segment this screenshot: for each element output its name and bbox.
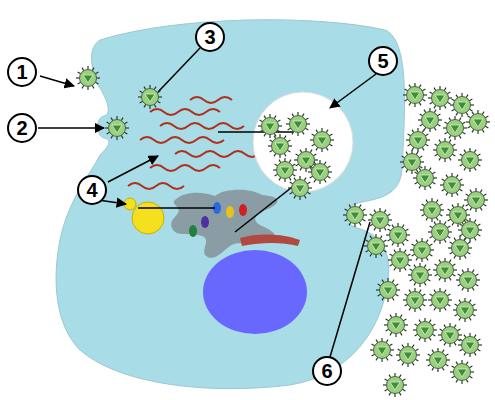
callout-number: 4	[77, 175, 107, 205]
virus-particle	[310, 128, 334, 152]
virus-particle	[458, 148, 482, 172]
leader-lines	[38, 48, 376, 357]
endoplasmic-reticulum	[171, 190, 277, 258]
virus-particle	[440, 173, 464, 197]
virus-particle	[456, 268, 480, 292]
vesicle	[253, 92, 353, 192]
virus-particle	[138, 85, 162, 109]
virus-particle	[258, 114, 282, 138]
virus-particle	[386, 223, 410, 247]
virus-particle	[466, 110, 490, 134]
virus-particle	[364, 234, 388, 258]
callout-number: 5	[368, 46, 398, 76]
virus-particle	[288, 176, 312, 200]
virus-particle	[458, 333, 482, 357]
virus-particle	[428, 86, 452, 110]
virus-particle	[396, 343, 420, 367]
virus-particle	[76, 66, 100, 90]
virus-particle	[433, 258, 457, 282]
virus-particle	[426, 348, 450, 372]
virus-particle	[420, 198, 444, 222]
virus-particle	[400, 150, 424, 174]
virus-particle	[343, 203, 367, 227]
virus-particle	[268, 134, 292, 158]
virus-particle	[408, 263, 432, 287]
virus-particle	[410, 238, 434, 262]
virus-particle	[383, 373, 407, 397]
callout-number: 2	[7, 113, 37, 143]
virus-particle	[448, 236, 472, 260]
virus-particle	[384, 313, 408, 337]
rna-strands	[128, 97, 259, 189]
virus-particle	[450, 360, 474, 384]
virus-particle	[388, 248, 412, 272]
ribosome	[124, 198, 164, 234]
virus-particle	[433, 138, 457, 162]
er-band	[240, 234, 300, 246]
virus-group	[76, 66, 490, 397]
virus-particle	[458, 218, 482, 242]
virus-particle	[453, 298, 477, 322]
virus-particle	[376, 278, 400, 302]
virus-particle	[418, 108, 442, 132]
virus-particle	[438, 323, 462, 347]
virus-particle	[428, 288, 452, 312]
callout-number: 1	[7, 57, 37, 87]
virus-particle	[403, 83, 427, 107]
virus-particle	[105, 116, 129, 140]
virus-particle	[413, 318, 437, 342]
nucleus	[203, 250, 307, 334]
virus-particle	[403, 288, 427, 312]
virus-particle	[406, 128, 430, 152]
virus-particle	[428, 220, 452, 244]
virus-particle	[286, 112, 310, 136]
virus-particle	[443, 116, 467, 140]
cell-body	[56, 20, 404, 389]
virus-particle	[368, 208, 392, 232]
virus-particle	[450, 93, 474, 117]
virus-particle	[273, 158, 297, 182]
callout-number: 6	[312, 356, 342, 386]
virus-particle	[370, 338, 394, 362]
virus-particle	[464, 188, 488, 212]
callout-number: 3	[195, 22, 225, 52]
virus-particle	[308, 160, 332, 184]
